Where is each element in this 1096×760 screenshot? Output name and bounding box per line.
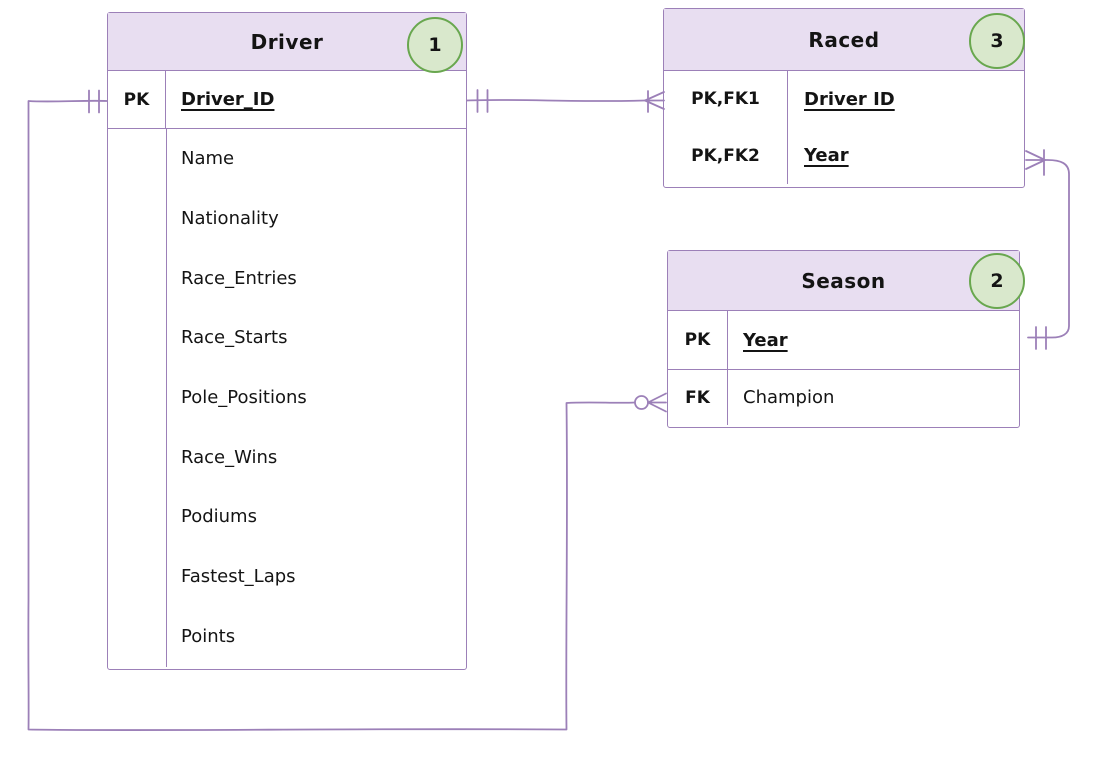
primary-key-row: PK Driver_ID bbox=[108, 71, 466, 129]
key-label: PK bbox=[668, 311, 728, 369]
key-attribute-text: Driver ID bbox=[804, 88, 895, 110]
key-label: PK,FK1 bbox=[691, 89, 760, 110]
attribute-row: Name bbox=[181, 148, 235, 170]
attribute-text: Champion bbox=[743, 387, 835, 408]
crow-foot-many-icon bbox=[647, 392, 667, 413]
attribute-name: Driver_ID bbox=[166, 71, 466, 128]
entity-season: Season 2 PK Year FK Champion bbox=[667, 250, 1025, 428]
crow-foot-many-icon bbox=[644, 90, 665, 113]
attribute-name: Champion bbox=[728, 370, 1019, 425]
one-tick-icon bbox=[1035, 326, 1047, 350]
attribute-row: Race_Entries bbox=[181, 267, 297, 289]
entity-raced-header: Raced 3 bbox=[664, 9, 1025, 71]
attribute-name: Year bbox=[728, 311, 1019, 369]
attribute-row: Race_Starts bbox=[181, 327, 288, 349]
foreign-key-row: FK Champion bbox=[668, 370, 1019, 425]
attribute-list: Name Nationality Race_Entries Race_Start… bbox=[108, 129, 466, 667]
key-attribute-text: Year bbox=[804, 145, 849, 167]
attribute-row: Pole_Positions bbox=[181, 387, 307, 409]
entity-driver: Driver 1 PK Driver_ID Name Nationality R… bbox=[107, 12, 467, 670]
attribute-row: Podiums bbox=[181, 506, 257, 528]
attribute-name: Year bbox=[788, 128, 1024, 185]
crow-foot-many-icon bbox=[1025, 149, 1046, 176]
order-badge: 2 bbox=[969, 253, 1025, 309]
entity-title: Driver bbox=[250, 29, 324, 54]
key-column: PK,FK1 PK,FK2 bbox=[664, 71, 788, 184]
relationship-driver-raced bbox=[466, 89, 665, 113]
entity-title: Raced bbox=[808, 27, 880, 52]
one-tick-icon bbox=[88, 89, 100, 114]
one-tick-icon bbox=[476, 89, 489, 113]
entity-title: Season bbox=[801, 268, 886, 293]
raced-body: PK,FK1 PK,FK2 Driver ID Year bbox=[664, 71, 1024, 184]
relationship-season-raced bbox=[1025, 149, 1070, 350]
key-attribute-text: Year bbox=[743, 329, 788, 351]
key-label: PK,FK2 bbox=[691, 145, 760, 166]
relationship-line bbox=[466, 99, 646, 102]
relationship-line bbox=[1027, 159, 1070, 339]
column-divider bbox=[166, 129, 167, 667]
primary-key-row: PK Year bbox=[668, 311, 1019, 370]
zero-circle-icon bbox=[634, 395, 649, 410]
attribute-row: Race_Wins bbox=[181, 446, 278, 468]
key-label: FK bbox=[668, 370, 728, 425]
attribute-column: Driver ID Year bbox=[788, 71, 1024, 184]
order-badge: 1 bbox=[407, 17, 463, 73]
attribute-row: Points bbox=[181, 625, 236, 647]
attribute-row: Fastest_Laps bbox=[181, 566, 296, 588]
entity-raced: Raced 3 PK,FK1 PK,FK2 Driver ID Year bbox=[663, 8, 1025, 188]
order-badge: 3 bbox=[969, 13, 1025, 69]
key-label: PK bbox=[108, 71, 166, 128]
key-attribute-text: Driver_ID bbox=[181, 89, 275, 110]
attribute-name: Driver ID bbox=[788, 71, 1024, 128]
attribute-row: Nationality bbox=[181, 208, 279, 230]
entity-season-header: Season 2 bbox=[668, 251, 1025, 311]
entity-driver-header: Driver 1 bbox=[108, 13, 466, 73]
